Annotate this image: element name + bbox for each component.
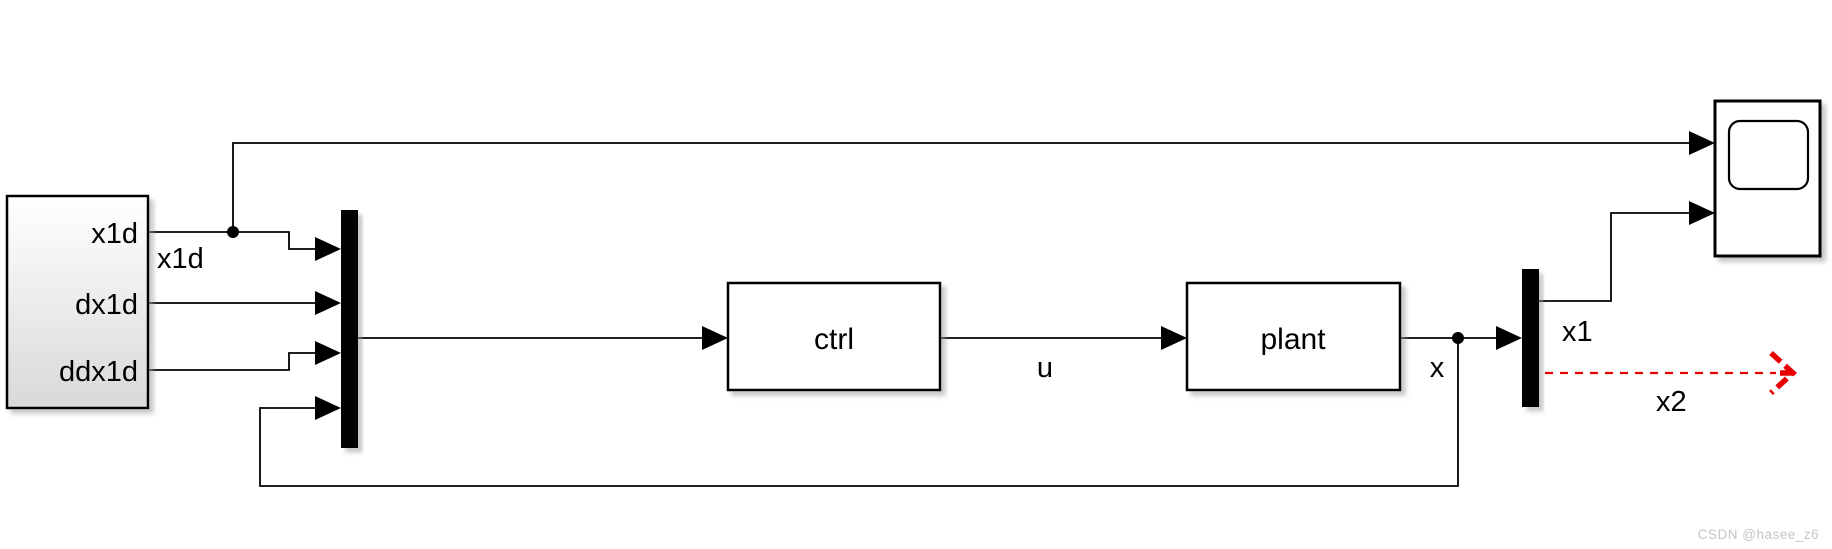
arrowhead-mux-input-2 (315, 291, 341, 315)
signal-label-u[interactable]: u (1037, 352, 1053, 384)
arrowhead-demux-input (1496, 326, 1522, 350)
wire-x1d-to-mux[interactable] (148, 231, 316, 250)
wire-x-feedback-to-mux[interactable] (259, 338, 1459, 487)
demux-block[interactable] (1522, 269, 1539, 407)
wire-ddx1d-to-mux[interactable] (148, 352, 316, 371)
arrowhead-mux-input-4 (315, 396, 341, 420)
scope-screen-icon (1727, 119, 1810, 191)
arrowhead-mux-input-1 (315, 237, 341, 261)
arrowhead-ctrl-input (702, 326, 728, 350)
arrowhead-mux-input-3 (315, 341, 341, 365)
plant-block-body[interactable] (1185, 281, 1402, 392)
source-block[interactable]: x1d dx1d ddx1d (5, 194, 150, 410)
source-port-label-ddx1d: ddx1d (59, 356, 138, 388)
wires (148, 131, 1798, 487)
source-port-label-dx1d: dx1d (75, 289, 138, 321)
mux-block[interactable] (341, 210, 358, 448)
signal-label-x[interactable]: x (1430, 352, 1445, 384)
wire-demux-x1-to-scope[interactable] (1539, 212, 1690, 302)
arrowhead-scope-input-1 (1689, 131, 1715, 155)
watermark-text: CSDN @hasee_z6 (1698, 527, 1819, 542)
source-block-body[interactable] (5, 194, 150, 410)
branch-dot-x1d (227, 226, 239, 238)
plant-block-label: plant (1260, 323, 1326, 356)
signal-label-x1d[interactable]: x1d (157, 243, 204, 275)
arrowhead-plant-input (1161, 326, 1187, 350)
signal-label-x2[interactable]: x2 (1656, 386, 1687, 418)
unconnected-arrowhead-icon (1769, 350, 1798, 396)
ctrl-block-label: ctrl (814, 323, 854, 356)
wire-x1d-branch-to-scope[interactable] (232, 142, 1690, 232)
ctrl-block[interactable]: ctrl (726, 281, 942, 392)
plant-block[interactable]: plant (1185, 281, 1402, 392)
signal-label-x1[interactable]: x1 (1562, 316, 1593, 348)
ctrl-block-body[interactable] (726, 281, 942, 392)
source-port-label-x1d: x1d (91, 218, 138, 250)
arrowhead-scope-input-2 (1689, 201, 1715, 225)
scope-block[interactable] (1713, 99, 1822, 258)
